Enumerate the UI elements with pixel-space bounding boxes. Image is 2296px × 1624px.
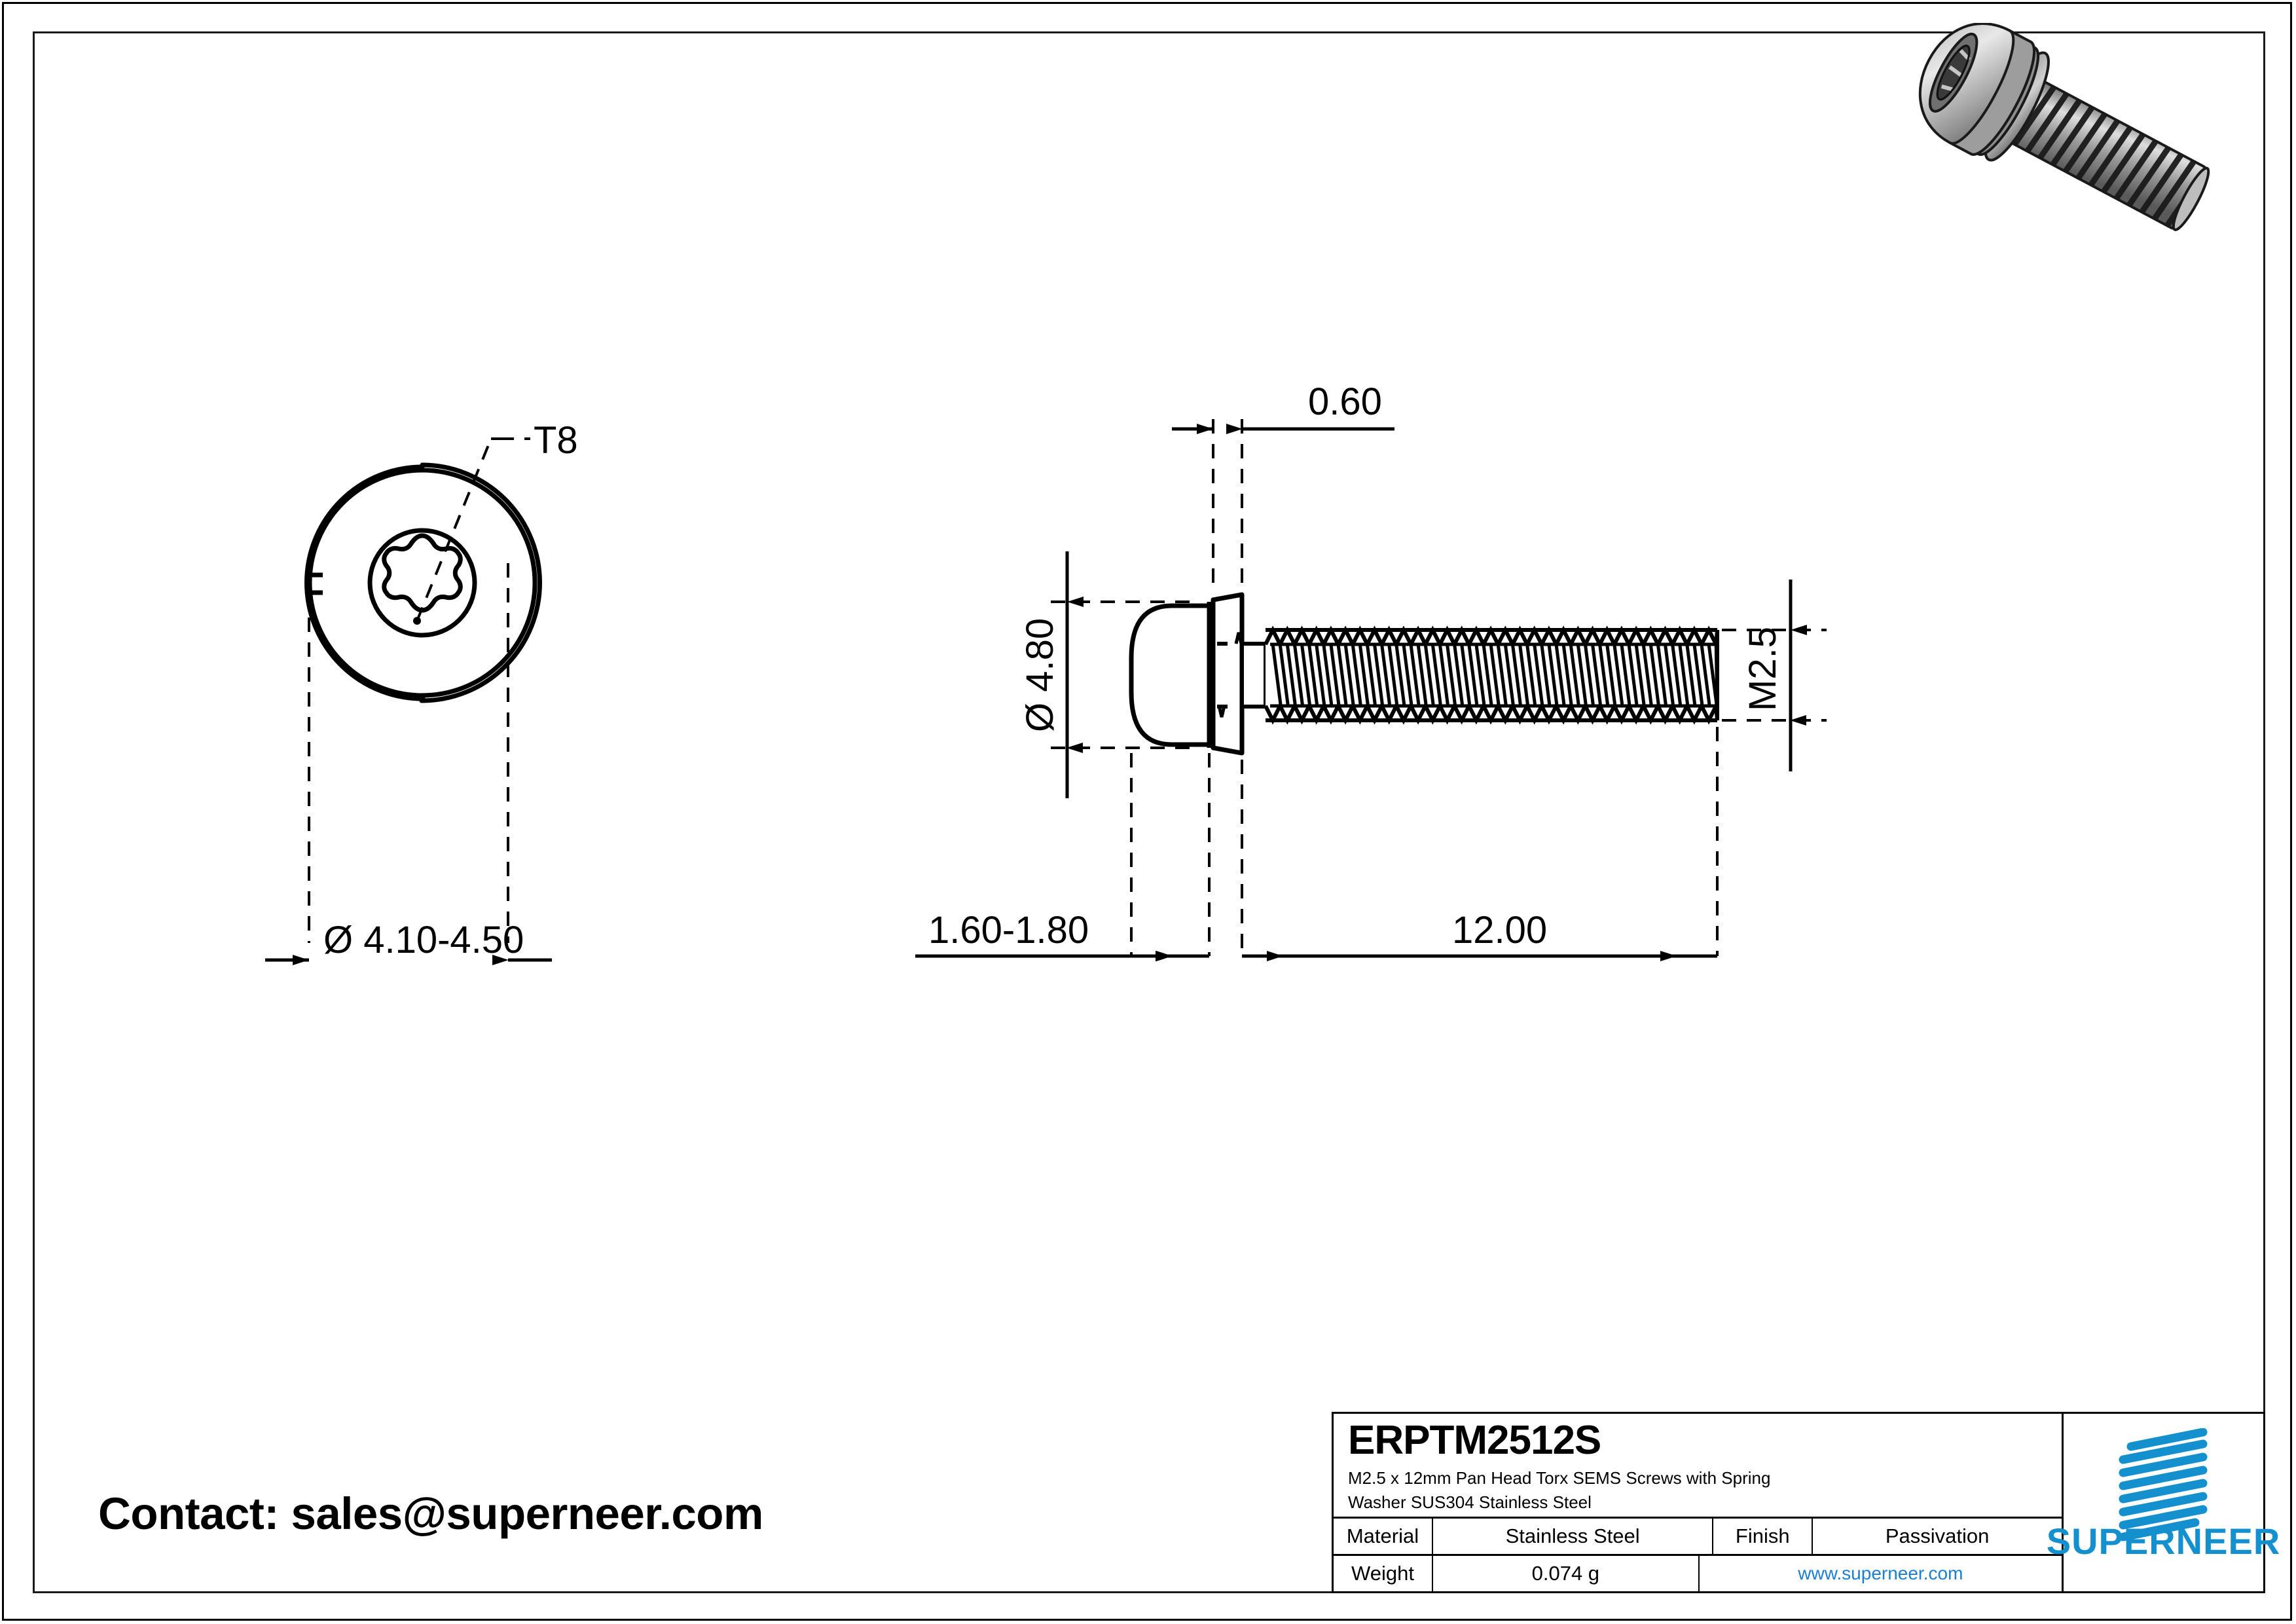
brand-logo: SUPERNEER	[2047, 1414, 2280, 1591]
torx-star-profile	[382, 533, 463, 613]
spec-table: Material Stainless Steel Finish Passivat…	[1334, 1519, 2062, 1591]
material-label: Material	[1334, 1519, 1433, 1554]
pan-head-profile	[1129, 603, 1212, 747]
description-line-2: Washer SUS304 Stainless Steel	[1348, 1492, 1592, 1512]
thread-spec-text: M2.5	[1741, 627, 1784, 711]
title-block: ERPTM2512S M2.5 x 12mm Pan Head Torx SEM…	[1332, 1412, 2280, 1593]
contact-text: Contact: sales@superneer.com	[98, 1488, 763, 1539]
finish-value: Passivation	[1885, 1524, 1990, 1547]
description-line-1: M2.5 x 12mm Pan Head Torx SEMS Screws wi…	[1348, 1468, 1771, 1488]
thread-profile	[1264, 625, 1719, 725]
title-block-left: ERPTM2512S M2.5 x 12mm Pan Head Torx SEM…	[1334, 1414, 2064, 1591]
washer-thickness-dimension: 0.60	[1172, 380, 1394, 593]
head-height-dimension: 1.60-1.80	[915, 753, 1211, 961]
material-value: Stainless Steel	[1433, 1519, 1714, 1554]
table-row: Weight 0.074 g www.superneer.com	[1334, 1556, 2062, 1591]
product-description: M2.5 x 12mm Pan Head Torx SEMS Screws wi…	[1348, 1466, 2062, 1515]
spring-washer-profile	[1211, 592, 1245, 756]
title-block-description-area: ERPTM2512S M2.5 x 12mm Pan Head Torx SEM…	[1334, 1414, 2062, 1519]
screw-side-view: 0.60 Ø 4.80 M2.5 1.60-1.80	[915, 380, 1827, 961]
front-view-diameter-text: Ø 4.10-4.50	[323, 919, 524, 961]
head-diameter-dimension: Ø 4.80	[1019, 551, 1198, 798]
weight-label: Weight	[1334, 1556, 1433, 1591]
weight-value: 0.074 g	[1433, 1556, 1700, 1591]
t8-callout-text: T8	[534, 419, 578, 462]
table-row: Material Stainless Steel Finish Passivat…	[1334, 1519, 2062, 1556]
head-diameter-text: Ø 4.80	[1019, 618, 1061, 732]
finish-label: Finish	[1713, 1519, 1813, 1554]
pan-head-3d	[1918, 23, 2036, 156]
thread-spec-dimension: M2.5	[1722, 580, 1827, 771]
washer-thickness-text: 0.60	[1308, 380, 1382, 423]
torx-head-front-view: Ø 4.10-4.50 T8	[265, 419, 578, 965]
part-number: ERPTM2512S	[1348, 1418, 1601, 1463]
brand-name: SUPERNEER	[2046, 1521, 2281, 1562]
sheet-inner-border	[33, 31, 2265, 1593]
website-link[interactable]: www.superneer.com	[1798, 1563, 1963, 1583]
screw-3d-render	[1918, 23, 2210, 231]
thread-length-dimension: 12.00	[1241, 727, 1719, 961]
superneer-logo-icon	[2119, 1428, 2207, 1541]
head-height-text: 1.60-1.80	[928, 909, 1089, 951]
thread-length-text: 12.00	[1452, 909, 1547, 951]
